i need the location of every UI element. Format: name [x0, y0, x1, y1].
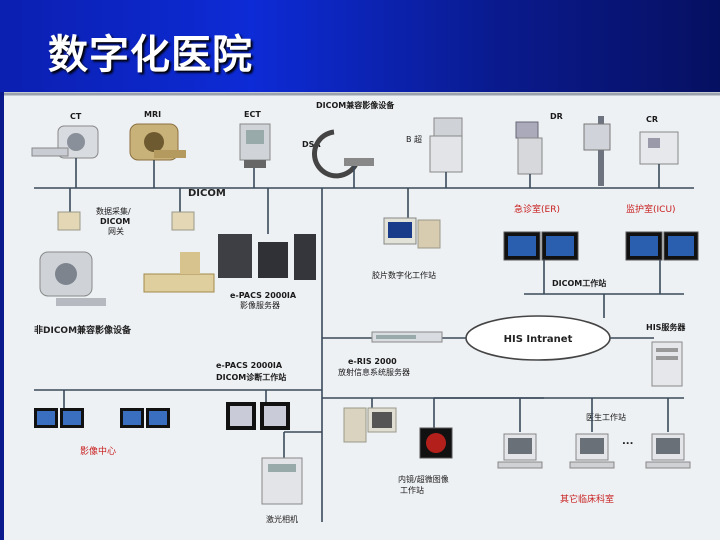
dicom-workstation-label: DICOM工作站 [552, 278, 606, 288]
film-digitizer-label: 胶片数字化工作站 [372, 270, 436, 280]
laser-camera-icon [261, 457, 303, 505]
imaging-center-workstation-icon [34, 408, 170, 428]
diagnosis-ws-label-1: e-PACS 2000IA [216, 361, 283, 370]
cr-label: CR [646, 115, 658, 124]
cr-reader-icon [639, 131, 679, 165]
er-workstation-icon [503, 231, 579, 261]
dr-unit-icon [515, 121, 543, 175]
mri-label: MRI [144, 110, 161, 119]
endoscope-workstation-icon [419, 427, 453, 459]
gateway-label-1: 数据采集/ [96, 206, 131, 216]
doctor-pc-icon-1 [497, 433, 543, 469]
header-band: 数字化医院 [0, 0, 720, 92]
mri-scanner-icon [129, 123, 186, 161]
image-server-label-2: 影像服务器 [240, 300, 280, 310]
ris-server-rack-icon [371, 331, 443, 343]
network-diagram-photo: DICOM兼容影像设备 CT MRI ECT DSA B 超 DR CR [4, 92, 720, 540]
er-label: 急诊室(ER) [514, 203, 560, 215]
diagnosis-ws-label-2: DICOM诊断工作站 [216, 372, 286, 382]
dsa-c-arm-icon [312, 129, 374, 179]
ellipsis-label: ... [622, 436, 633, 447]
ris-server-label-1: e-RIS 2000 [348, 357, 397, 366]
dsa-label: DSA [302, 140, 321, 149]
gateway-box-icon [57, 211, 195, 231]
diagnosis-workstation-icon [226, 402, 290, 430]
non-dicom-scanner-icon [39, 251, 106, 306]
his-server-icon [651, 341, 683, 387]
network-diagram: DICOM兼容影像设备 CT MRI ECT DSA B 超 DR CR [4, 92, 720, 524]
endoscope-ws-label-2: 工作站 [400, 485, 424, 495]
imaging-center-label: 影像中心 [80, 445, 116, 457]
gateway-label-3: 网关 [108, 226, 124, 236]
ect-scanner-icon [239, 123, 271, 168]
image-server-icon [218, 234, 316, 280]
ct-label: CT [70, 112, 82, 121]
film-digitizer-icon [383, 217, 441, 249]
laser-camera-label: 激光相机 [266, 514, 298, 524]
dicom-bus-label: DICOM [188, 188, 226, 199]
non-dicom-xray-table-icon [143, 252, 215, 293]
endoscope-ws-label-1: 内镜/超微图像 [398, 474, 449, 484]
ultrasound-unit-icon [429, 117, 463, 173]
image-server-label-1: e-PACS 2000IA [230, 291, 297, 300]
doctor-pc-icon-2 [569, 433, 615, 469]
doctor-ws-label: 医生工作站 [586, 412, 626, 422]
doctor-pc-icon-3 [645, 433, 691, 469]
ect-label: ECT [244, 110, 261, 119]
icu-label: 监护室(ICU) [626, 203, 676, 215]
top-group-label: DICOM兼容影像设备 [316, 100, 395, 110]
gateway-label-2: DICOM [100, 217, 130, 226]
ct-scanner-icon [31, 125, 99, 159]
dr-label: DR [550, 112, 563, 121]
his-intranet-label: HIS Intranet [504, 334, 573, 345]
modality-drops [75, 158, 660, 188]
icu-workstation-icon [625, 231, 699, 261]
ris-server-label-2: 放射信息系统服务器 [338, 367, 410, 377]
cr-upright-unit-icon [583, 116, 611, 186]
ultrasound-label: B 超 [406, 134, 422, 144]
non-dicom-label: 非DICOM兼容影像设备 [34, 324, 132, 336]
other-wards-label: 其它临床科室 [560, 493, 614, 505]
his-server-label: HIS服务器 [646, 322, 686, 332]
slide-title: 数字化医院 [48, 31, 253, 78]
pc-workstation-icon [343, 407, 397, 443]
